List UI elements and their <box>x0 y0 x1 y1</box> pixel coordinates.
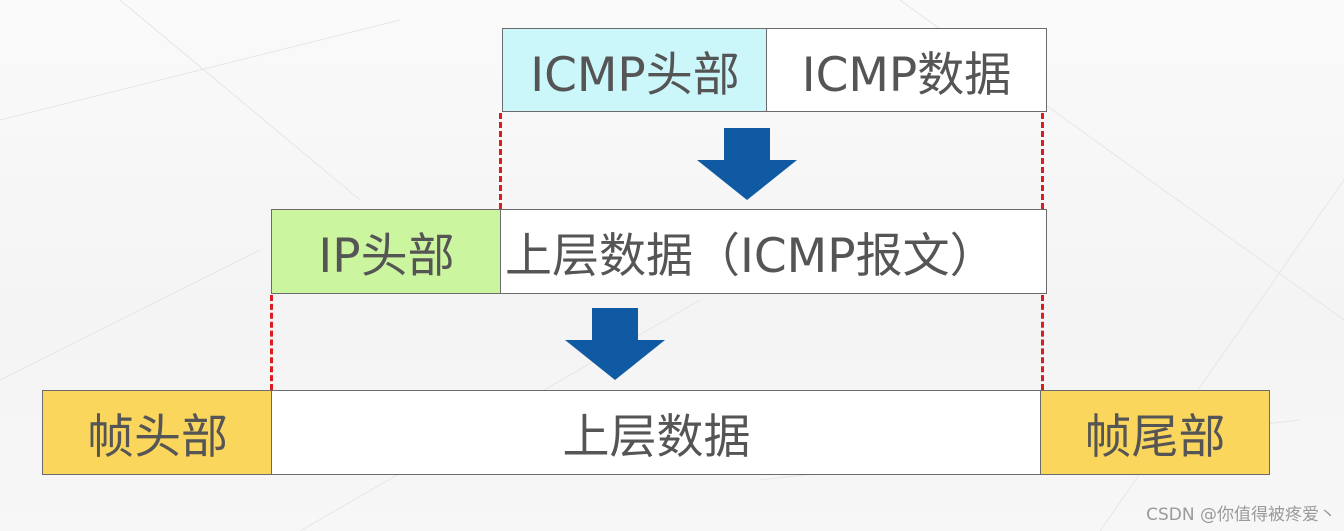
frame-trailer-block: 帧尾部 <box>1040 390 1270 475</box>
icmp-data-block: ICMP数据 <box>766 28 1047 112</box>
ip-header-label: IP头部 <box>318 229 455 284</box>
ip-header-block: IP头部 <box>271 209 502 294</box>
down-arrow-icon <box>565 308 665 380</box>
watermark: CSDN @你值得被疼爱丶 <box>1146 505 1336 525</box>
frame-payload-label: 上层数据 <box>562 410 751 465</box>
icmp-header-label: ICMP头部 <box>530 47 740 103</box>
frame-header-label: 帧头部 <box>87 410 228 465</box>
icmp-data-label: ICMP数据 <box>801 47 1012 103</box>
guide-line-right-1 <box>1041 113 1044 209</box>
frame-header-block: 帧头部 <box>42 390 273 475</box>
guide-line-right-2 <box>1041 295 1044 390</box>
guide-line-left-1 <box>499 113 502 209</box>
icmp-header-block: ICMP头部 <box>502 28 768 112</box>
guide-line-left-2 <box>270 295 273 390</box>
frame-payload-block: 上层数据 <box>271 390 1042 475</box>
ip-payload-block: 上层数据（ICMP报文） <box>500 209 1047 294</box>
frame-trailer-label: 帧尾部 <box>1084 410 1226 465</box>
ip-payload-label: 上层数据（ICMP报文） <box>505 229 997 284</box>
down-arrow-icon <box>697 128 797 200</box>
